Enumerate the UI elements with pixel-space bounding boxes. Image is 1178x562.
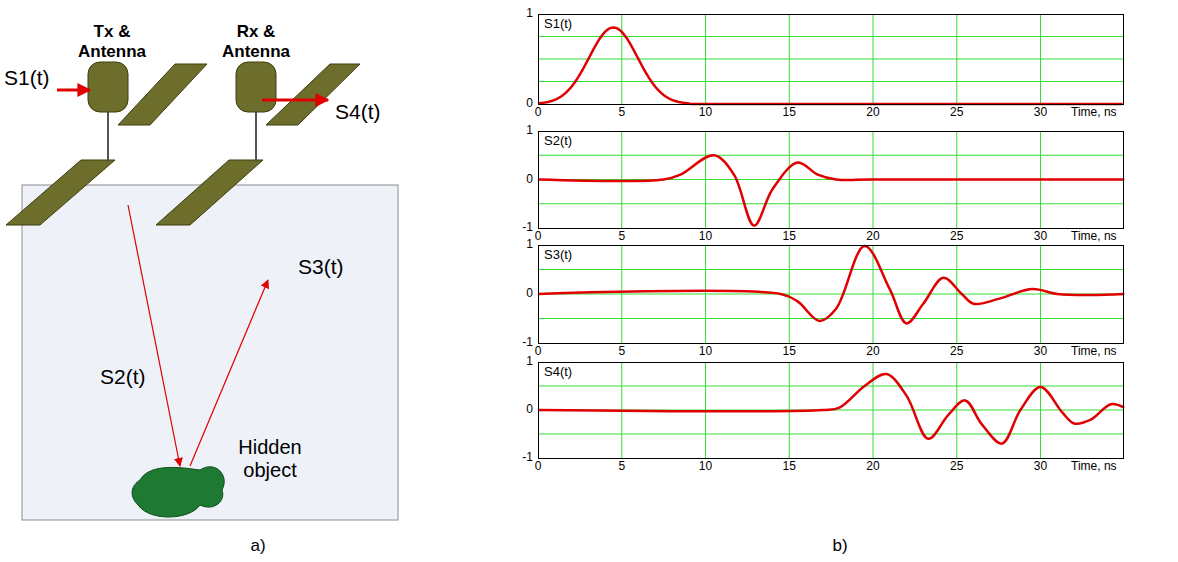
subfigure-caption: b) <box>832 536 847 556</box>
axis-tick: 20 <box>866 106 879 120</box>
plot-grid <box>538 131 1124 228</box>
axis-tick: 30 <box>1034 230 1047 244</box>
hidden-object <box>132 467 224 517</box>
axis-tick: 30 <box>1034 460 1047 474</box>
axis-tick: 25 <box>950 460 963 474</box>
axis-tick: 15 <box>783 106 796 120</box>
axis-tick: 0 <box>526 287 533 301</box>
axis-tick: 15 <box>783 230 796 244</box>
axis-title: Time, ns <box>1071 106 1117 120</box>
signal-curve <box>538 28 1123 105</box>
axis-tick: 30 <box>1034 106 1047 120</box>
axis-title: Time, ns <box>1071 460 1117 474</box>
output-arrow <box>262 99 328 102</box>
rx-antenna <box>156 62 360 225</box>
subfigure-caption: a) <box>250 536 265 556</box>
axis-tick: 5 <box>618 345 625 359</box>
axis-tick: 0 <box>526 97 533 111</box>
device-label: Tx & Antenna <box>67 22 157 61</box>
plot-panel: S2(t) <box>538 131 1124 229</box>
grid-line <box>538 59 1124 60</box>
grid-line <box>538 386 1124 387</box>
axis-tick: 25 <box>950 345 963 359</box>
signal-name: S4(t) <box>543 365 573 379</box>
axis-tick: 20 <box>866 345 879 359</box>
signal-label: S1(t) <box>4 66 50 90</box>
axis-tick: 5 <box>618 460 625 474</box>
plot-grid <box>538 362 1124 458</box>
axis-tick: 10 <box>699 460 712 474</box>
axis-tick: 20 <box>866 460 879 474</box>
plot-grid <box>538 245 1124 343</box>
axis-tick: 1 <box>526 7 533 21</box>
axis-tick: 1 <box>526 355 533 369</box>
ground-box <box>22 185 398 520</box>
grid-line <box>538 318 1124 319</box>
grid-line <box>538 155 1124 156</box>
axis-tick: -1 <box>522 221 533 235</box>
axis-tick: 25 <box>950 106 963 120</box>
axis-tick: 20 <box>866 230 879 244</box>
plot-grid <box>538 14 1124 104</box>
signal-name: S1(t) <box>543 17 573 31</box>
signal-curve <box>538 155 1124 225</box>
axis-tick: 15 <box>783 460 796 474</box>
incident-ray <box>128 205 180 466</box>
grid-line <box>538 203 1124 204</box>
signal-name: S3(t) <box>543 248 573 262</box>
axis-tick: 1 <box>526 124 533 138</box>
axis-tick: 15 <box>783 345 796 359</box>
plot-panel: S1(t) <box>538 14 1124 105</box>
signal-label: S2(t) <box>100 365 146 389</box>
axis-tick: 0 <box>535 230 542 244</box>
axis-tick: 0 <box>526 403 533 417</box>
plot-panel: S3(t) <box>538 245 1124 344</box>
signal-curve <box>538 374 1124 444</box>
signal-curve <box>538 246 1124 323</box>
device-label: Rx & Antenna <box>211 22 301 61</box>
axis-tick: 0 <box>535 345 542 359</box>
signal-name: S2(t) <box>543 134 573 148</box>
axis-title: Time, ns <box>1071 230 1117 244</box>
grid-line <box>538 294 1124 295</box>
grid-line <box>538 269 1124 270</box>
axis-tick: 5 <box>618 230 625 244</box>
axis-tick: 10 <box>699 106 712 120</box>
plot-panel: S4(t) <box>538 362 1124 459</box>
axis-title: Time, ns <box>1071 345 1117 359</box>
signal-label: S3(t) <box>298 255 344 279</box>
signal-label: S4(t) <box>335 100 381 124</box>
axis-tick: 25 <box>950 230 963 244</box>
axis-tick: 0 <box>535 106 542 120</box>
axis-tick: 30 <box>1034 345 1047 359</box>
axis-tick: 0 <box>535 460 542 474</box>
input-arrow <box>57 89 90 92</box>
object-label: Hidden object <box>223 436 318 482</box>
axis-tick: -1 <box>522 451 533 465</box>
axis-tick: 5 <box>618 106 625 120</box>
plot-area <box>538 14 1124 458</box>
grid-line <box>538 434 1124 435</box>
axis-tick: 0 <box>526 173 533 187</box>
grid-line <box>538 81 1124 82</box>
axis-tick: 1 <box>526 238 533 252</box>
axis-tick: 10 <box>699 345 712 359</box>
axis-tick: -1 <box>522 336 533 350</box>
axis-tick: 10 <box>699 230 712 244</box>
